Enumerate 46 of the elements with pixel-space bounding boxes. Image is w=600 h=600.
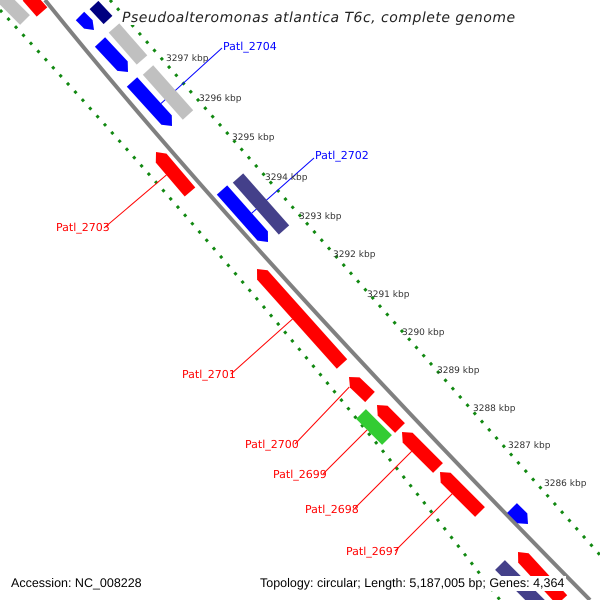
gene-feature xyxy=(126,77,172,126)
gene-label: Patl_2697 xyxy=(346,546,400,557)
gene-feature xyxy=(349,377,375,402)
gene-feature xyxy=(94,37,128,72)
gene-feature xyxy=(232,173,290,235)
gene-feature xyxy=(440,472,485,517)
gene-feature xyxy=(0,0,30,25)
position-label: 3297 kbp xyxy=(166,55,208,64)
gene-label: Patl_2702 xyxy=(315,150,369,161)
gene-label: Patl_2700 xyxy=(245,439,299,450)
gene-feature xyxy=(377,405,405,433)
gene-feature xyxy=(257,269,348,369)
gene-label: Patl_2701 xyxy=(182,369,236,380)
leader-line xyxy=(294,386,350,444)
position-label: 3290 kbp xyxy=(402,329,444,338)
gene-feature xyxy=(356,409,392,445)
position-label: 3293 kbp xyxy=(299,213,342,222)
gene-feature xyxy=(108,23,148,65)
gene-feature xyxy=(90,0,112,24)
leader-line xyxy=(322,429,368,474)
position-label: 3287 kbp xyxy=(508,442,550,451)
gene-label: Patl_2704 xyxy=(223,41,277,52)
position-label: 3295 kbp xyxy=(232,134,274,143)
gene-feature xyxy=(216,185,268,242)
position-label: 3286 kbp xyxy=(544,480,586,489)
position-label: 3291 kbp xyxy=(367,291,410,300)
gene-label: Patl_2699 xyxy=(273,469,327,480)
genome-summary: Topology: circular; Length: 5,187,005 bp; Genes: 4,364 xyxy=(258,576,566,590)
gene-label: Patl_2698 xyxy=(305,504,359,515)
gene-label: Patl_2703 xyxy=(56,222,110,233)
accession-text: Accession: NC_008228 xyxy=(9,576,144,590)
gene-feature xyxy=(507,503,528,524)
position-label: 3288 kbp xyxy=(473,405,516,414)
position-label: 3289 kbp xyxy=(437,367,480,376)
diagram-title: Pseudoalteromonas atlantica T6c, complete genome xyxy=(122,11,516,25)
leader-line xyxy=(354,450,412,508)
gene-feature xyxy=(142,65,194,120)
gene-feature xyxy=(76,12,94,30)
leader-line xyxy=(230,318,293,374)
position-label: 3292 kbp xyxy=(333,251,376,260)
gene-feature xyxy=(156,152,196,196)
leader-line xyxy=(104,174,167,228)
gene-feature xyxy=(402,432,443,473)
position-label: 3294 kbp xyxy=(265,174,308,183)
gene-feature xyxy=(22,0,48,17)
leader-line xyxy=(394,493,453,552)
